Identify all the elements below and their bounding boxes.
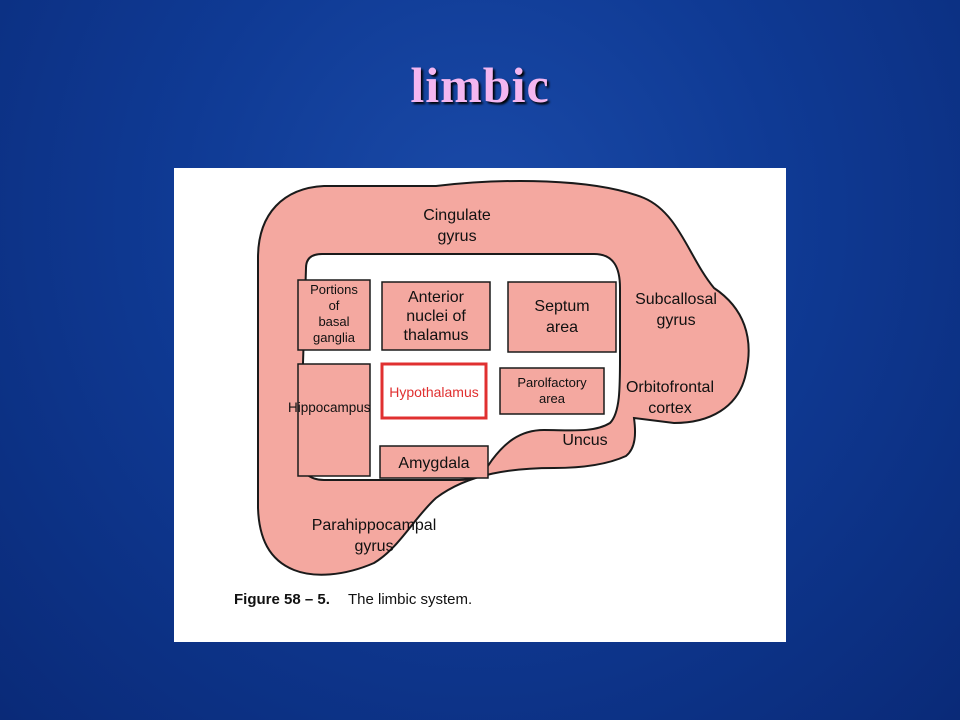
subcallosal-label-2: gyrus (656, 312, 695, 329)
anterior-label-2: nuclei of (406, 308, 466, 325)
figure-caption-text: The limbic system. (348, 591, 472, 608)
basal-ganglia-box (297, 279, 371, 351)
basal-label-1: Portions (310, 282, 358, 297)
septum-label-1: Septum (534, 298, 589, 315)
basal-label-3: basal (318, 314, 349, 329)
hypothalamus-box (380, 362, 488, 420)
hippocampus-box (297, 363, 371, 477)
basal-label-2: of (329, 298, 340, 313)
slide-title: limbic (410, 57, 550, 113)
cingulate-label-2: gyrus (437, 228, 476, 245)
hypothalamus-label: Hypothalamus (389, 384, 479, 400)
limbic-system-figure: Cingulate gyrus Subcallosal gyrus Orbito… (174, 168, 786, 642)
limbic-diagram: Cingulate gyrus Subcallosal gyrus Orbito… (234, 180, 750, 608)
amygdala-label: Amygdala (398, 455, 469, 472)
septum-area-box (507, 281, 617, 353)
parahippocampal-label-1: Parahippocampal (312, 517, 437, 534)
amygdala-box (379, 445, 489, 479)
basal-label-4: ganglia (313, 330, 356, 345)
hippocampus-label: Hippocampus (288, 400, 371, 415)
anterior-label-3: thalamus (404, 327, 469, 344)
figure-caption-label: Figure 58 – 5. (234, 591, 330, 608)
cingulate-label-1: Cingulate (423, 207, 491, 224)
parolfactory-label-1: Parolfactory (517, 375, 587, 390)
parolfactory-label-2: area (539, 391, 566, 406)
parahippocampal-label-2: gyrus (354, 538, 393, 555)
uncus-label: Uncus (562, 432, 607, 449)
orbitofrontal-label-2: cortex (648, 400, 692, 417)
septum-label-2: area (546, 319, 578, 336)
anterior-nuclei-box (381, 281, 491, 351)
parolfactory-area-box (499, 367, 605, 415)
subcallosal-label-1: Subcallosal (635, 291, 717, 308)
anterior-label-1: Anterior (408, 289, 465, 306)
orbitofrontal-label-1: Orbitofrontal (626, 379, 714, 396)
